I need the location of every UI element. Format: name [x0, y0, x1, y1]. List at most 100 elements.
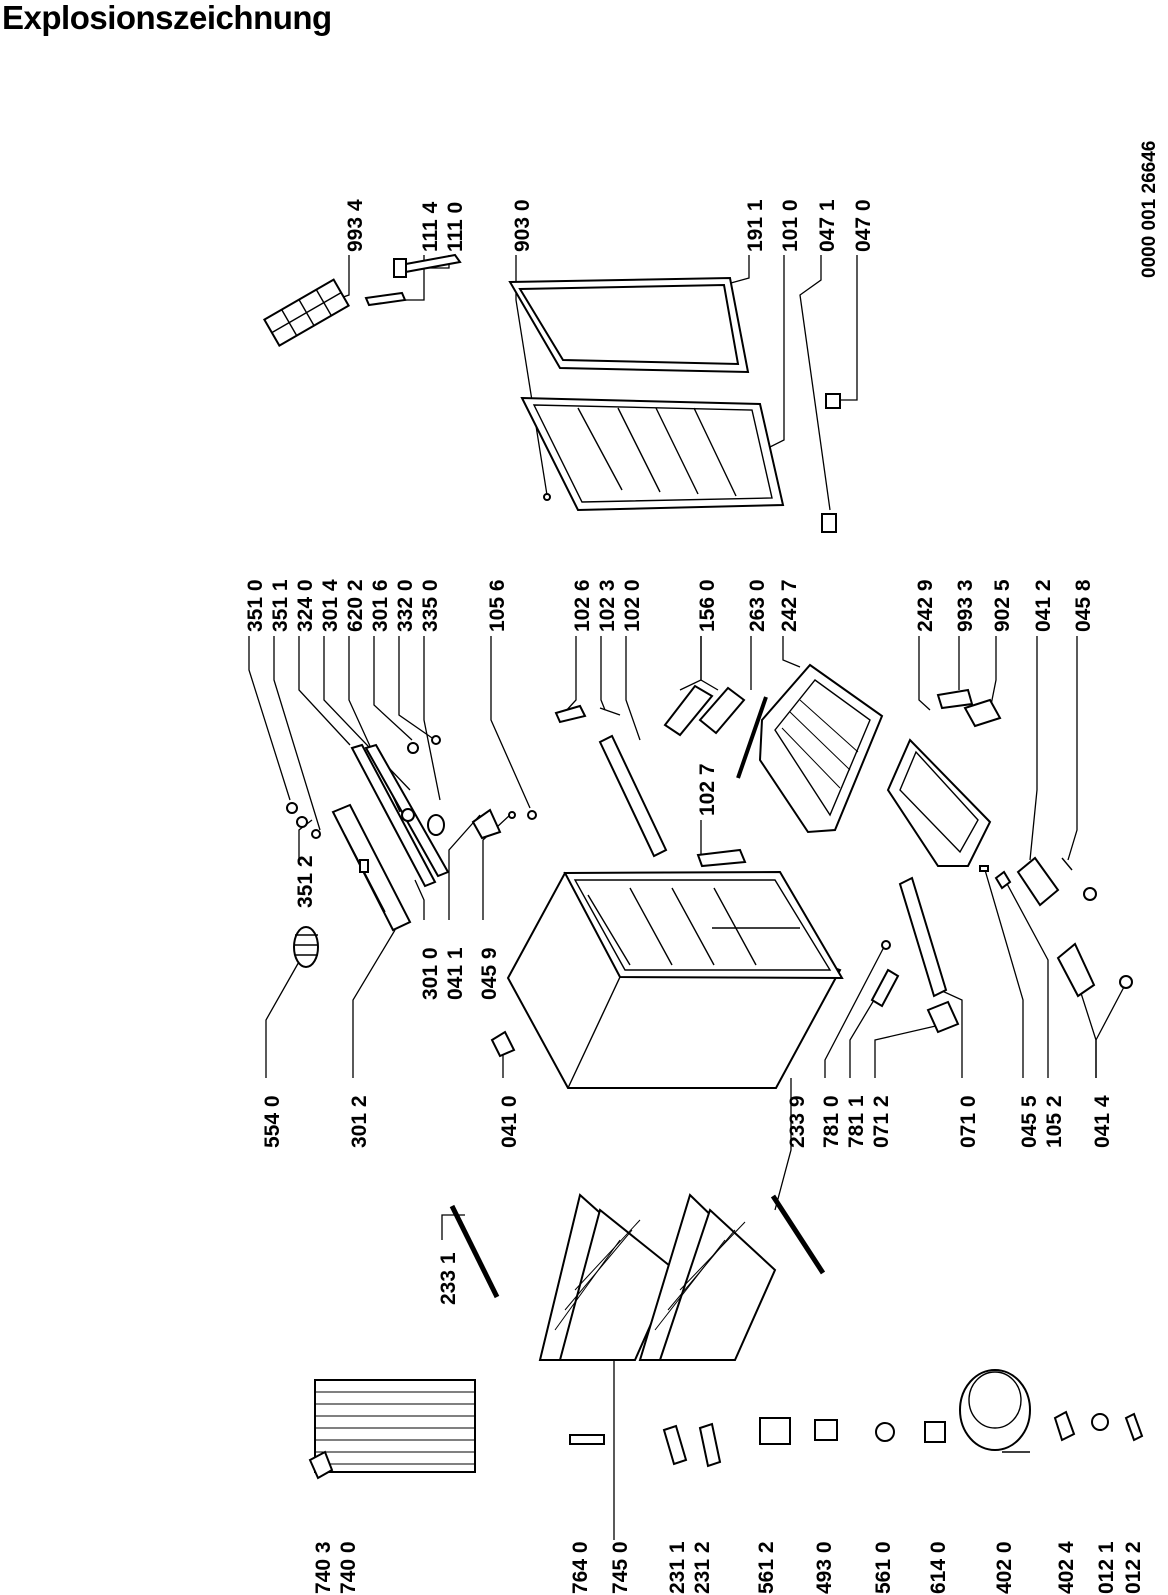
label-324-0: 324 0 — [294, 579, 317, 632]
label-111-4: 111 4 — [419, 201, 442, 252]
label-740-0: 740 0 — [337, 1541, 360, 1594]
label-242-7: 242 7 — [778, 579, 801, 632]
part-156-0-b — [698, 686, 746, 735]
part-493-0 — [814, 1419, 838, 1441]
part-041-0 — [490, 1030, 516, 1058]
label-041-2: 041 2 — [1032, 579, 1055, 632]
label-231-2: 231 2 — [691, 1541, 714, 1594]
label-740-3: 740 3 — [312, 1541, 335, 1594]
label-012-2: 012 2 — [1122, 1541, 1145, 1594]
part-301-2-control-panel — [331, 803, 412, 932]
part-263-0 — [736, 696, 768, 779]
label-071-2: 071 2 — [870, 1095, 893, 1148]
part-045-5 — [979, 865, 989, 872]
part-332-0 — [431, 735, 441, 745]
part-045-8 — [1061, 857, 1073, 871]
label-351-0: 351 0 — [244, 579, 267, 632]
part-402-0-compressor — [959, 1369, 1031, 1453]
label-231-1: 231 1 — [666, 1541, 689, 1594]
part-740-0-condenser — [314, 1379, 476, 1473]
label-561-2: 561 2 — [755, 1541, 778, 1594]
part-047-1 — [821, 513, 837, 533]
top-right-labels: 993 4 111 4 111 0 903 0 191 1 101 0 047 … — [344, 199, 875, 252]
part-191-1-gasket — [508, 276, 750, 374]
label-102-3: 102 3 — [596, 579, 619, 632]
part-012-1 — [1091, 1413, 1109, 1431]
label-101-0: 101 0 — [779, 199, 802, 252]
part-041-2 — [1016, 856, 1060, 907]
label-045-5: 045 5 — [1018, 1095, 1041, 1148]
part-993-3 — [936, 688, 974, 710]
label-102-6: 102 6 — [571, 579, 594, 632]
part-993-4 — [262, 278, 351, 347]
label-351-2: 351 2 — [294, 855, 317, 908]
part-111 — [364, 253, 462, 307]
label-301-6: 301 6 — [369, 579, 392, 632]
label-902-5: 902 5 — [991, 579, 1014, 632]
label-156-0: 156 0 — [696, 579, 719, 632]
bottom-row-labels: 740 3 740 0 764 0 745 0 231 1 231 2 561 … — [312, 1541, 1145, 1594]
part-561-2 — [759, 1417, 791, 1445]
part-102-7 — [696, 848, 747, 868]
part-351-0 — [286, 802, 298, 814]
part-902-5 — [963, 698, 1002, 728]
part-233-9 — [770, 1194, 826, 1275]
parts — [262, 253, 1144, 1480]
label-045-8: 045 8 — [1072, 579, 1095, 632]
middle-right-labels: 102 6 102 3 102 0 156 0 263 0 242 7 242 … — [571, 579, 1095, 632]
part-301-6 — [407, 742, 419, 754]
label-047-0: 047 0 — [852, 199, 875, 252]
label-301-2: 301 2 — [348, 1095, 371, 1148]
page-title: Explosionszeichnung — [2, 0, 332, 36]
part-041-1 — [471, 808, 502, 840]
part-554-0 — [293, 926, 319, 968]
part-561-0 — [875, 1422, 895, 1442]
label-561-0: 561 0 — [872, 1541, 895, 1594]
part-012-2 — [1124, 1412, 1144, 1442]
label-993-3: 993 3 — [954, 579, 977, 632]
label-402-0: 402 0 — [993, 1541, 1016, 1594]
label-493-0: 493 0 — [813, 1541, 836, 1594]
label-045-9: 045 9 — [478, 947, 501, 1000]
leader-lines — [248, 255, 1126, 1540]
part-045-9 — [508, 811, 516, 819]
label-402-4: 402 4 — [1055, 1541, 1078, 1594]
label-233-9: 233 9 — [786, 1095, 809, 1148]
label-301-4: 301 4 — [319, 579, 342, 632]
label-102-7: 102 7 — [696, 763, 719, 816]
label-233-1: 233 1 — [437, 1252, 460, 1305]
label-781-1: 781 1 — [845, 1095, 868, 1148]
label-301-0: 301 0 — [419, 947, 442, 1000]
document-number: 0000 001 26646 — [1139, 141, 1160, 278]
part-102-6 — [554, 704, 587, 724]
label-764-0: 764 0 — [569, 1541, 592, 1594]
part-764-0 — [569, 1434, 605, 1445]
label-071-0: 071 0 — [957, 1095, 980, 1148]
part-233-1 — [449, 1204, 500, 1299]
label-903-0: 903 0 — [511, 199, 534, 252]
part-231-1 — [662, 1424, 688, 1466]
middle-row-labels: 351 2 301 0 041 1 045 9 102 7 — [294, 763, 719, 1000]
part-740-3 — [308, 1450, 334, 1480]
part-102-0 — [598, 734, 668, 858]
label-041-4: 041 4 — [1091, 1095, 1114, 1148]
part-105-2 — [994, 870, 1012, 890]
label-781-0: 781 0 — [820, 1095, 843, 1148]
label-191-1: 191 1 — [744, 199, 767, 252]
label-332-0: 332 0 — [394, 579, 417, 632]
part-071-2 — [926, 1000, 960, 1034]
label-012-1: 012 1 — [1095, 1541, 1118, 1594]
label-614-0: 614 0 — [927, 1541, 950, 1594]
part-781-1 — [870, 968, 900, 1008]
part-242-7-drawer — [758, 663, 884, 834]
part-231-2 — [698, 1422, 722, 1468]
label-351-1: 351 1 — [269, 579, 292, 632]
part-047-0 — [825, 393, 841, 409]
label-041-0: 041 0 — [498, 1095, 521, 1148]
part-402-4 — [1053, 1410, 1076, 1442]
part-101-0-door — [520, 396, 785, 512]
label-263-0: 263 0 — [746, 579, 769, 632]
label-554-0: 554 0 — [261, 1095, 284, 1148]
part-156-0-a — [663, 684, 714, 737]
